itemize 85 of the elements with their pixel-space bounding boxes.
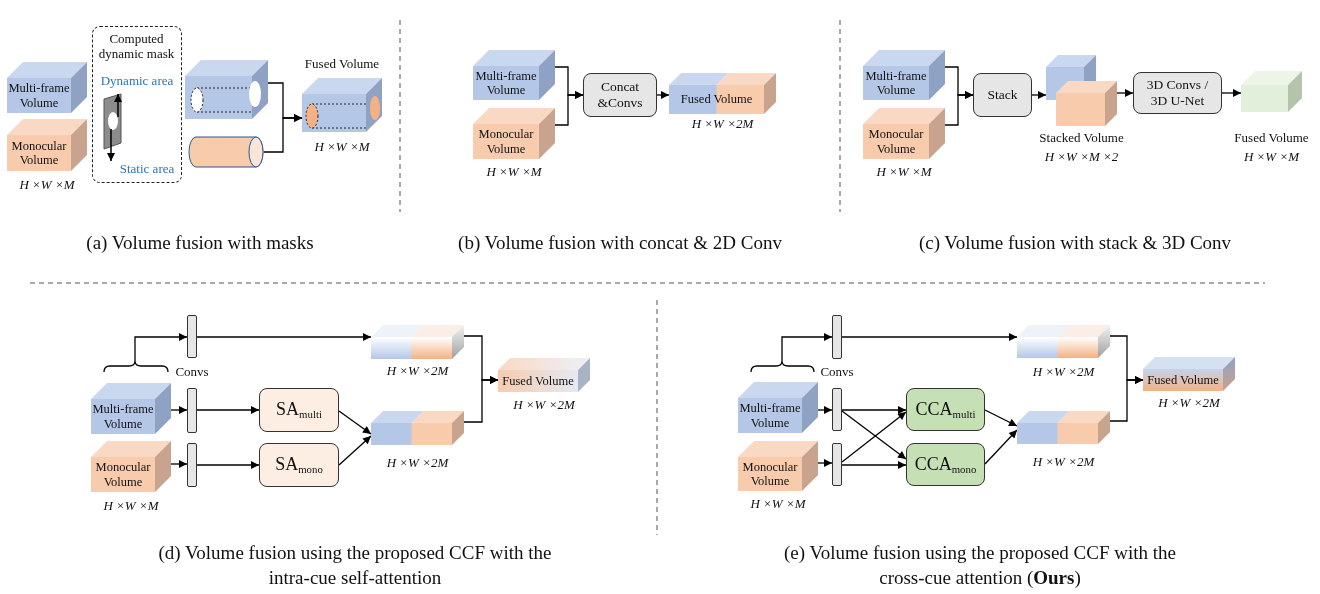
node-caption: H ×W ×2M (1158, 395, 1220, 411)
arrow (1221, 89, 1242, 97)
node-caption: H ×W ×M (19, 177, 75, 193)
node-caption: Convs (820, 364, 854, 380)
arrow (841, 406, 907, 414)
process-box (583, 73, 657, 117)
node-label: CCA$_{multi}$ (915, 398, 976, 421)
node-label: Fused Volume (1234, 130, 1309, 146)
figure-caption: (b) Volume fusion with concat & 2D Conv (457, 231, 783, 255)
node-caption: H ×W ×2M (386, 455, 449, 471)
arrow (170, 406, 188, 414)
node-caption: H ×W ×2M (513, 397, 575, 413)
node-label: Monocular Volume (10, 138, 68, 168)
figure-caption: (c) Volume fusion with stack & 3D Conv (917, 231, 1233, 255)
conv-bar (187, 388, 197, 433)
arrow (781, 333, 833, 362)
arrow (554, 91, 584, 126)
process-box (906, 388, 985, 431)
arrow (196, 333, 372, 341)
process-box (259, 388, 339, 432)
arrow (263, 114, 303, 153)
node-label: Stacked Volume (1039, 130, 1124, 146)
node-label: Monocular Volume (477, 127, 535, 156)
node-label: Monocular Volume (741, 459, 799, 489)
arrow (338, 410, 372, 435)
mask-box (92, 26, 182, 183)
arrow (1116, 89, 1134, 97)
arrow (817, 459, 833, 467)
node-caption: H ×W ×M (1243, 149, 1300, 165)
node-label: 3D Convs / 3D U-Net (1145, 77, 1210, 109)
conv-bar (832, 443, 842, 486)
arrow (984, 409, 1018, 427)
node-label: SA$_{mono}$ (275, 454, 323, 476)
node-caption: Convs (175, 364, 209, 380)
process-box (259, 443, 339, 487)
node-caption: H ×W ×M (876, 164, 932, 180)
arrow (656, 91, 670, 99)
node-label: Multi-frame Volume (864, 68, 928, 98)
process-box (973, 73, 1032, 117)
arrow (196, 461, 260, 469)
node-label: Fused Volume (680, 92, 753, 107)
node-label: Monocular Volume (867, 127, 925, 156)
node-caption: H ×W ×2M (1032, 454, 1095, 470)
node-label: Fused Volume (304, 56, 380, 72)
node-caption: H ×W ×M (750, 496, 806, 512)
arrow (196, 406, 260, 414)
figure-caption: (d) Volume fusion using the proposed CCF with the intra-cue self-attention (157, 541, 553, 590)
node-label: Computed dynamic mask (97, 31, 176, 61)
arrow (841, 333, 1018, 341)
node-caption: H ×W ×2M (691, 116, 754, 132)
node-label: Dynamic area (99, 73, 175, 88)
node-label: Fused Volume (1147, 372, 1219, 388)
node-caption: H ×W ×2M (1032, 364, 1095, 380)
node-caption: H ×W ×M ×2 (1044, 149, 1119, 165)
arrow (984, 429, 1018, 465)
figure-caption: (e) Volume fusion using the proposed CCF with the cross-cue attention (Ours) (783, 541, 1177, 590)
arrow (1109, 376, 1144, 422)
conv-bar (832, 388, 842, 431)
node-caption: H ×W ×M (314, 139, 370, 155)
arrow (170, 460, 188, 468)
node-label: SA$_{multi}$ (276, 399, 322, 421)
process-box (1133, 72, 1222, 114)
node-label: CCA$_{mono}$ (914, 453, 977, 476)
arrow (944, 91, 974, 126)
node-label: Static area (118, 161, 176, 176)
node-label: Multi-frame Volume (91, 402, 155, 431)
process-box (906, 443, 985, 486)
node-label: Multi-frame Volume (738, 401, 802, 430)
node-label: Concat &Convs (596, 79, 644, 111)
arrow (1031, 91, 1047, 99)
node-caption: H ×W ×2M (386, 363, 449, 379)
node-caption: H ×W ×M (486, 164, 542, 180)
node-label: Fused Volume (502, 373, 574, 389)
arrow (134, 333, 188, 362)
node-caption: H ×W ×M (103, 498, 159, 514)
node-label: Stack (987, 87, 1018, 103)
node-label: Multi-frame Volume (7, 81, 71, 110)
node-label: Multi-frame Volume (474, 68, 538, 98)
arrow (817, 406, 833, 414)
arrow (841, 461, 907, 469)
node-label: Monocular Volume (94, 460, 152, 489)
conv-bar (187, 443, 197, 487)
arrow (463, 376, 499, 423)
arrow (338, 435, 372, 466)
figure-caption: (a) Volume fusion with masks (85, 231, 315, 255)
